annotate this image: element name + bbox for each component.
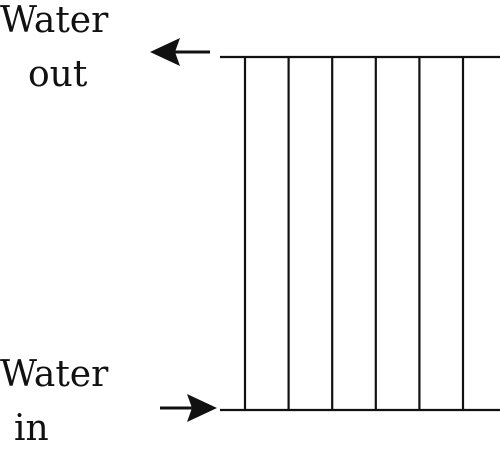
water-in-line2: in (14, 408, 49, 449)
tube-group (243, 57, 465, 410)
arrow-right-icon (160, 394, 217, 422)
water-out-line1: Water (0, 0, 109, 41)
water-out-label: Water out (0, 0, 108, 102)
water-out-line2: out (28, 54, 88, 95)
water-in-line1: Water (0, 354, 109, 395)
water-in-label: Water in (0, 348, 108, 456)
arrow-left-icon (150, 38, 210, 66)
